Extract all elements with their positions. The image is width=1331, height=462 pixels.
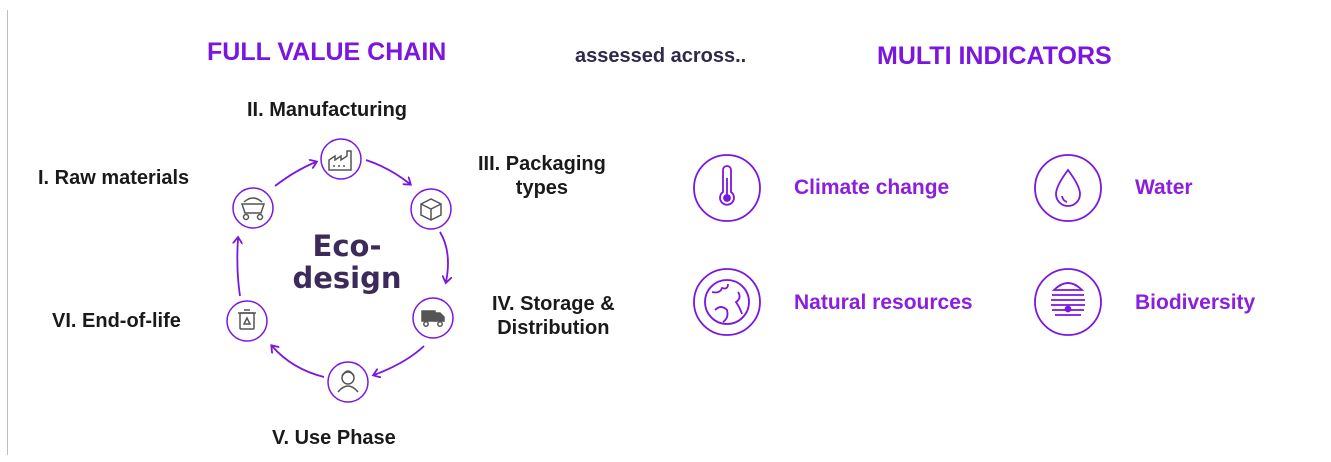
full-value-chain-heading: FULL VALUE CHAIN	[207, 38, 447, 66]
center-line-1: Eco-	[312, 229, 382, 263]
arrow-manufacturing-to-packaging	[365, 159, 410, 184]
stage-storage-distribution: IV. Storage &Distribution	[492, 293, 615, 339]
multi-indicators-heading: MULTI INDICATORS	[877, 42, 1112, 70]
cycle-center-label: Eco- design	[282, 230, 412, 294]
indicator-climate-change: Climate change	[794, 176, 950, 199]
arrow-endoflife-to-raw	[237, 238, 240, 297]
beehive-icon	[1034, 268, 1102, 336]
left-divider	[7, 10, 8, 455]
stage-use-phase: V. Use Phase	[272, 427, 396, 449]
assessed-across-text: assessed across..	[575, 45, 747, 67]
center-line-2: design	[292, 261, 402, 295]
person-icon	[327, 361, 369, 403]
arrow-raw-to-manufacturing	[274, 162, 316, 187]
thermometer-icon	[693, 154, 761, 222]
arrow-packaging-to-storage	[439, 231, 448, 282]
truck-icon	[412, 297, 454, 339]
stage-manufacturing: II. Manufacturing	[247, 99, 407, 121]
water-drop-icon	[1034, 154, 1102, 222]
stage-end-of-life: VI. End-of-life	[52, 310, 181, 332]
indicator-biodiversity: Biodiversity	[1135, 291, 1256, 314]
factory-icon	[320, 138, 362, 180]
recycle-bin-icon	[226, 300, 268, 342]
cycle-arrows	[237, 160, 448, 377]
indicator-natural-resources: Natural resources	[794, 291, 973, 314]
stage-raw-materials: I. Raw materials	[38, 167, 190, 189]
globe-icon	[693, 268, 761, 336]
indicator-water: Water	[1135, 176, 1193, 199]
arrow-use-to-endoflife	[272, 346, 325, 378]
mine-cart-icon	[232, 187, 274, 229]
arrow-storage-to-use	[374, 345, 425, 375]
box-icon	[410, 188, 452, 230]
